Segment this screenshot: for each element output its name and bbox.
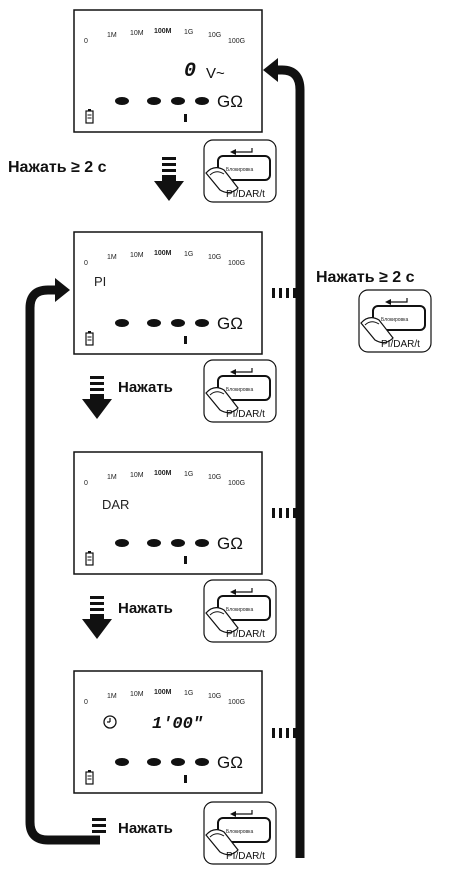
lock-label: Блокировка xyxy=(226,829,253,835)
scale-label-100g: 100G xyxy=(228,38,245,45)
segment-dots xyxy=(115,97,209,122)
clock-icon xyxy=(103,715,117,729)
lcd-screen-pi: 0 1M 10M 100M 1G 10G 100G PI GΩ xyxy=(73,231,263,355)
bottom-unit: GΩ xyxy=(217,534,243,553)
bottom-unit: GΩ xyxy=(217,753,243,772)
mode-button-label: PI/DAR/t xyxy=(381,339,420,350)
lcd-screen-voltage: 0 1M 10M 100M 1G 10G 100G 0 V~ GΩ xyxy=(73,9,263,133)
scale-label-10g: 10G xyxy=(208,474,221,481)
scale-label-10m: 10M xyxy=(130,472,144,479)
scale-label-10g: 10G xyxy=(208,254,221,261)
scale-label-0: 0 xyxy=(84,480,88,487)
scale-label-0: 0 xyxy=(84,260,88,267)
press-label: Нажать xyxy=(118,379,173,396)
lcd-screen-dar: 0 1M 10M 100M 1G 10G 100G DAR GΩ xyxy=(73,451,263,575)
down-arrow-icon xyxy=(82,376,112,419)
press-label: Нажать xyxy=(118,820,173,837)
hold-label: Нажать ≥ 2 с xyxy=(316,269,415,286)
lock-label: Блокировка xyxy=(381,317,408,323)
lock-label: Блокировка xyxy=(226,387,253,393)
scale-label-100g: 100G xyxy=(228,480,245,487)
scale-label-1g: 1G xyxy=(184,471,193,478)
mode-button-label: PI/DAR/t xyxy=(226,629,265,640)
return-arrow-left xyxy=(25,278,100,845)
scale-label-1g: 1G xyxy=(184,29,193,36)
hold-label: Нажать ≥ 2 с xyxy=(8,159,107,176)
scale-label-10g: 10G xyxy=(208,693,221,700)
press-marker-icon xyxy=(92,818,106,833)
mode-label: PI xyxy=(94,274,106,289)
scale-label-1g: 1G xyxy=(184,690,193,697)
range-scale: 0 1M 10M 100M 1G 10G 100G xyxy=(84,470,245,487)
scale-label-0: 0 xyxy=(84,38,88,45)
down-arrow-icon xyxy=(154,157,184,201)
scale-label-0: 0 xyxy=(84,699,88,706)
connector-screen2 xyxy=(272,288,300,298)
segment-dots xyxy=(115,758,209,783)
battery-icon xyxy=(85,331,94,346)
bottom-unit: GΩ xyxy=(217,92,243,111)
scale-label-10m: 10M xyxy=(130,30,144,37)
bottom-unit: GΩ xyxy=(217,314,243,333)
press-label: Нажать xyxy=(118,600,173,617)
lcd-screen-timer: 0 1M 10M 100M 1G 10G 100G 1'00" GΩ xyxy=(73,670,263,794)
scale-label-100g: 100G xyxy=(228,699,245,706)
scale-label-100m: 100M xyxy=(154,689,172,696)
battery-icon xyxy=(85,551,94,566)
lcd-frame xyxy=(73,231,263,355)
segment-dots xyxy=(115,539,209,564)
timer-value: 1'00" xyxy=(152,715,203,734)
down-arrow-icon xyxy=(82,596,112,639)
scale-label-1m: 1M xyxy=(107,32,117,39)
step-hold-return: Нажать ≥ 2 с Блокировка PI/DAR/t xyxy=(316,269,432,353)
lcd-frame xyxy=(73,9,263,133)
connector-screen4 xyxy=(272,728,300,738)
mode-button-label: PI/DAR/t xyxy=(226,189,265,200)
range-scale: 0 1M 10M 100M 1G 10G 100G xyxy=(84,689,245,706)
scale-label-100g: 100G xyxy=(228,260,245,267)
return-arrow-long xyxy=(263,58,305,858)
battery-icon xyxy=(85,770,94,785)
lcd-frame xyxy=(73,670,263,794)
lock-button-icon: Блокировка PI/DAR/t xyxy=(203,579,277,643)
mode-label: DAR xyxy=(102,497,129,512)
scale-label-100m: 100M xyxy=(154,28,172,35)
scale-label-1m: 1M xyxy=(107,254,117,261)
battery-icon xyxy=(85,109,94,124)
scale-label-10m: 10M xyxy=(130,252,144,259)
scale-label-100m: 100M xyxy=(154,470,172,477)
lock-button-icon: Блокировка PI/DAR/t xyxy=(203,359,277,423)
segment-dots xyxy=(115,319,209,344)
scale-label-10g: 10G xyxy=(208,32,221,39)
range-scale: 0 1M 10M 100M 1G 10G 100G xyxy=(84,28,245,45)
lock-button-icon: Блокировка PI/DAR/t xyxy=(203,139,277,203)
lock-label: Блокировка xyxy=(226,607,253,613)
mode-button-label: PI/DAR/t xyxy=(226,409,265,420)
scale-label-1g: 1G xyxy=(184,251,193,258)
step-press-4: Нажать Блокировка PI/DAR/t xyxy=(92,801,277,865)
lock-button-icon: Блокировка PI/DAR/t xyxy=(203,801,277,865)
step-press-3: Нажать Блокировка PI/DAR/t xyxy=(82,579,277,643)
scale-label-1m: 1M xyxy=(107,474,117,481)
lock-button-icon: Блокировка PI/DAR/t xyxy=(358,289,432,353)
step-hold-1: Нажать ≥ 2 с Блокировка PI/DAR/t xyxy=(8,139,277,203)
scale-label-100m: 100M xyxy=(154,250,172,257)
mode-button-label: PI/DAR/t xyxy=(226,851,265,862)
main-unit: V~ xyxy=(206,65,225,82)
scale-label-1m: 1M xyxy=(107,693,117,700)
range-scale: 0 1M 10M 100M 1G 10G 100G xyxy=(84,250,245,267)
lock-label: Блокировка xyxy=(226,167,253,173)
lcd-frame xyxy=(73,451,263,575)
connector-screen3 xyxy=(272,508,300,518)
step-press-2: Нажать Блокировка PI/DAR/t xyxy=(82,359,277,423)
scale-label-10m: 10M xyxy=(130,691,144,698)
main-value: 0 xyxy=(184,60,196,83)
